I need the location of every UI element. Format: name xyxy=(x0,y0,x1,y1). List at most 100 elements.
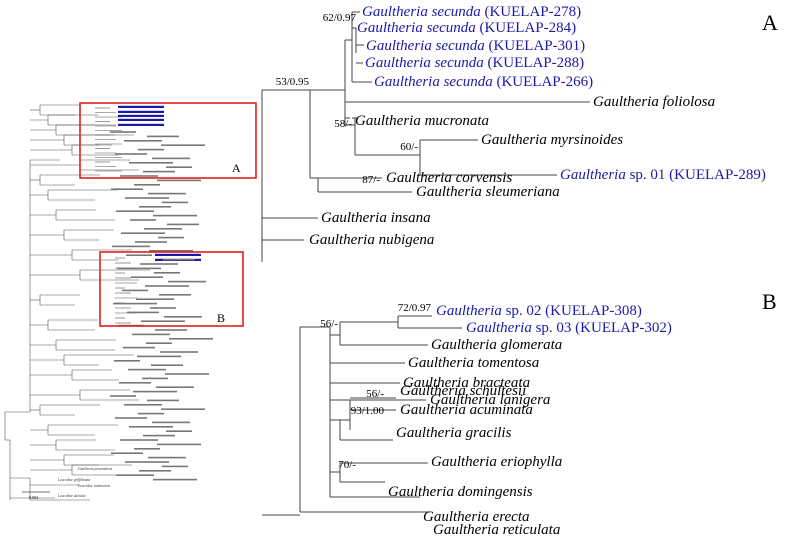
panel-b-tip-7-genus: Gaultheria acuminata xyxy=(400,402,533,418)
overview-tip-27 xyxy=(149,250,193,252)
overview-tip-21 xyxy=(167,223,199,226)
overview-tip-58 xyxy=(156,386,194,388)
overview-tip-59 xyxy=(133,390,177,393)
overview-tip-37 xyxy=(159,294,191,296)
panel-a-support-2: 58/- xyxy=(334,118,352,130)
panel-b-support-0: 72/0.97 xyxy=(398,302,432,314)
overview-tip-28 xyxy=(126,254,152,256)
overview-tip-45 xyxy=(155,329,187,331)
overview-tip-10 xyxy=(120,175,158,177)
panel-a-tip-11-genus: Gaultheria insana xyxy=(321,210,431,226)
overview-tip-3 xyxy=(161,144,205,146)
panel-a-support-3: 60/- xyxy=(400,141,418,153)
overview-tip-68 xyxy=(166,430,192,432)
panel-a-tip-7-genus: Gaultheria myrsinoides xyxy=(481,132,623,148)
overview-tip-29 xyxy=(163,258,195,261)
overview-tip-70 xyxy=(120,439,158,441)
panel-b-tip-0-genus: Gaultheria xyxy=(436,303,502,319)
overview-tip-19 xyxy=(153,214,197,217)
overview-highlight-tip-5 xyxy=(155,253,201,256)
overview-tip-16 xyxy=(162,201,188,204)
overview-outgroup-2: Leucothoe davisiae xyxy=(57,494,86,498)
panel-b-tip-12: Gaultheria reticulata xyxy=(433,522,560,538)
panel-b-tip-10: Gaultheria domingensis xyxy=(388,484,533,500)
overview-tip-24 xyxy=(158,236,184,239)
panel-a-branches xyxy=(261,11,590,262)
panel-a-tip-4: Gaultheria secunda (KUELAP-266) xyxy=(374,74,593,90)
panel-b-tip-8: Gaultheria gracilis xyxy=(396,425,512,441)
panel-b-support-3: 93/1.00 xyxy=(351,405,385,417)
panel-a-tip-2: Gaultheria secunda (KUELAP-301) xyxy=(366,38,585,54)
overview-tip-71 xyxy=(157,443,201,446)
overview-tip-62 xyxy=(124,404,162,406)
scale-bar-label: 0.004 xyxy=(29,495,38,500)
overview-tip-34 xyxy=(168,280,206,283)
panel-b-letter: B xyxy=(762,289,777,314)
panel-b-tip-3-genus: Gaultheria tomentosa xyxy=(408,355,539,371)
overview-tip-25 xyxy=(135,241,167,243)
overview-tip-53 xyxy=(151,364,183,366)
panel-a-tip-6: Gaultheria mucronata xyxy=(355,113,489,129)
overview-tip-55 xyxy=(165,373,209,375)
panel-a-tip-10-genus: Gaultheria sleumeriana xyxy=(416,184,560,200)
panel-a-tip-1: Gaultheria secunda (KUELAP-284) xyxy=(357,20,576,36)
overview-box-a xyxy=(79,102,257,179)
panel-b-tip-3: Gaultheria tomentosa xyxy=(408,355,539,371)
overview-tree xyxy=(4,104,150,501)
overview-tip-47 xyxy=(169,338,213,340)
overview-tip-40 xyxy=(150,307,176,309)
overview-tip-64 xyxy=(138,412,164,415)
overview-tip-35 xyxy=(145,285,189,287)
overview-tip-65 xyxy=(115,417,147,419)
overview-outgroup-1: Leucothoe tonkinensis xyxy=(77,484,111,488)
overview-outgroup-0: Leucothoe griffithiana xyxy=(57,478,90,482)
overview-tip-78 xyxy=(116,474,154,476)
overview-tip-8 xyxy=(166,166,192,168)
panel-a-tip-4-genus: Gaultheria secunda xyxy=(374,74,493,90)
panel-a-tip-9: Gaultheria corvensis xyxy=(386,170,512,186)
panel-a-tip-7: Gaultheria myrsinoides xyxy=(481,132,623,148)
panel-b-tip-12-genus: Gaultheria reticulata xyxy=(433,522,560,538)
panel-a-tip-10: Gaultheria sleumeriana xyxy=(416,184,560,200)
overview-box-b xyxy=(99,251,244,327)
overview-tip-56 xyxy=(142,377,168,380)
overview-tip-30 xyxy=(140,263,178,265)
overview-tip-26 xyxy=(112,245,150,248)
overview-tip-52 xyxy=(114,360,140,362)
overview-tip-49 xyxy=(123,346,155,349)
overview-tip-13 xyxy=(111,188,143,190)
overview-tip-66 xyxy=(152,421,190,424)
panel-b-tip-9-genus: Gaultheria eriophylla xyxy=(431,454,562,470)
panel-b-tip-1-genus: Gaultheria xyxy=(466,320,532,336)
panel-a-tip-0: Gaultheria secunda (KUELAP-278) xyxy=(362,4,581,20)
panel-b-tip-11: Gaultheria erecta xyxy=(423,509,530,525)
panel-a-tip-5-genus: Gaultheria foliolosa xyxy=(593,94,715,110)
panel-a-tip-0-genus: Gaultheria secunda xyxy=(362,4,481,20)
overview-tip-12 xyxy=(134,184,160,186)
overview-tip-33 xyxy=(131,276,163,278)
panel-a-tip-12: Gaultheria nubigena xyxy=(309,232,434,248)
overview-tip-23 xyxy=(121,232,165,234)
overview-tip-54 xyxy=(128,368,166,371)
overview-tip-50 xyxy=(160,351,198,353)
panel-b-support-4: 70/- xyxy=(338,459,356,471)
overview-tip-14 xyxy=(148,192,186,195)
overview-tip-42 xyxy=(164,316,202,318)
overview-outgroup-3: Gaultheria procumbens xyxy=(78,467,113,471)
panel-b-tip-0: Gaultheria sp. 02 (KUELAP-308) xyxy=(436,303,642,319)
overview-tip-5 xyxy=(115,153,147,155)
overview-tip-74 xyxy=(148,456,186,459)
panel-b-tip-9: Gaultheria eriophylla xyxy=(431,454,562,470)
overview-tip-20 xyxy=(130,219,156,221)
overview-highlight-tip-2 xyxy=(118,114,164,117)
overview-tip-2 xyxy=(124,140,162,142)
panel-a-labels: Gaultheria secunda (KUELAP-278)Gaultheri… xyxy=(276,4,766,248)
panel-a-tip-0-code: (KUELAP-278) xyxy=(481,4,581,20)
panel-b-support-2: 56/- xyxy=(366,388,384,400)
overview-tip-18 xyxy=(116,210,154,212)
panel-b-tip-5-genus: Gaultheria lanigera xyxy=(430,392,550,408)
overview-tip-7 xyxy=(129,162,173,164)
panel-a-support-1: 53/0.95 xyxy=(276,76,310,88)
